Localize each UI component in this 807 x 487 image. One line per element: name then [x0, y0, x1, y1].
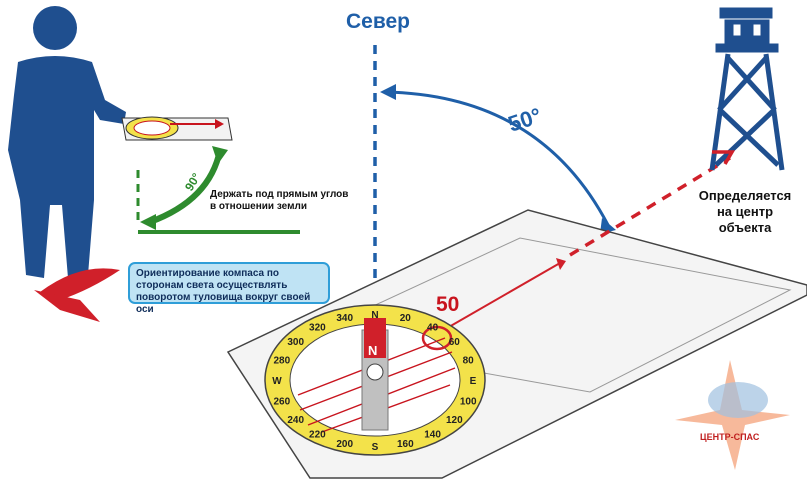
target-note: Определяется на центр объекта: [698, 188, 792, 235]
dial-mark: 300: [287, 337, 304, 348]
bearing-line: [434, 262, 561, 336]
dial-mark: 160: [397, 439, 414, 450]
north-label: Север: [346, 10, 410, 33]
logo-text: ЦЕНТР-СПАС: [700, 432, 760, 442]
dial-mark: 320: [309, 323, 326, 334]
hand-compass: [121, 116, 233, 141]
angle-arc: [384, 90, 610, 226]
dial-mark: W: [272, 376, 282, 387]
orientation-note: Ориентирование компаса по сторонам света…: [128, 262, 330, 315]
dial-mark: 140: [424, 429, 441, 440]
dial-mark: 200: [336, 439, 353, 450]
dial-mark: 20: [400, 313, 412, 324]
right-angle-indicator: [136, 146, 300, 234]
dial-mark: 280: [273, 356, 290, 367]
heading-value: 50: [436, 293, 460, 316]
dial-mark: 100: [460, 396, 477, 407]
dial-mark: E: [470, 376, 477, 387]
dial-mark: 80: [463, 356, 475, 367]
needle-letter: N: [368, 343, 377, 358]
rotation-arrow-icon: [34, 268, 120, 322]
dial-mark: 120: [446, 415, 463, 426]
dial-mark: 60: [449, 337, 461, 348]
dial-mark: N: [371, 310, 378, 321]
dial-mark: 40: [427, 323, 439, 334]
target-marker: [712, 150, 736, 165]
bearing-line-extension: [569, 156, 731, 257]
dial-mark: 260: [273, 396, 290, 407]
dial-mark: 220: [309, 429, 326, 440]
dial-mark: S: [372, 442, 379, 453]
logo: [675, 360, 790, 470]
dial-mark: 340: [336, 313, 353, 324]
hold-note: Держать под прямым углов в отношении зем…: [210, 189, 349, 212]
person-figure: [8, 6, 126, 278]
tower-icon: [709, 7, 785, 171]
dial-mark: 240: [287, 415, 304, 426]
compass-dial: [264, 304, 486, 456]
